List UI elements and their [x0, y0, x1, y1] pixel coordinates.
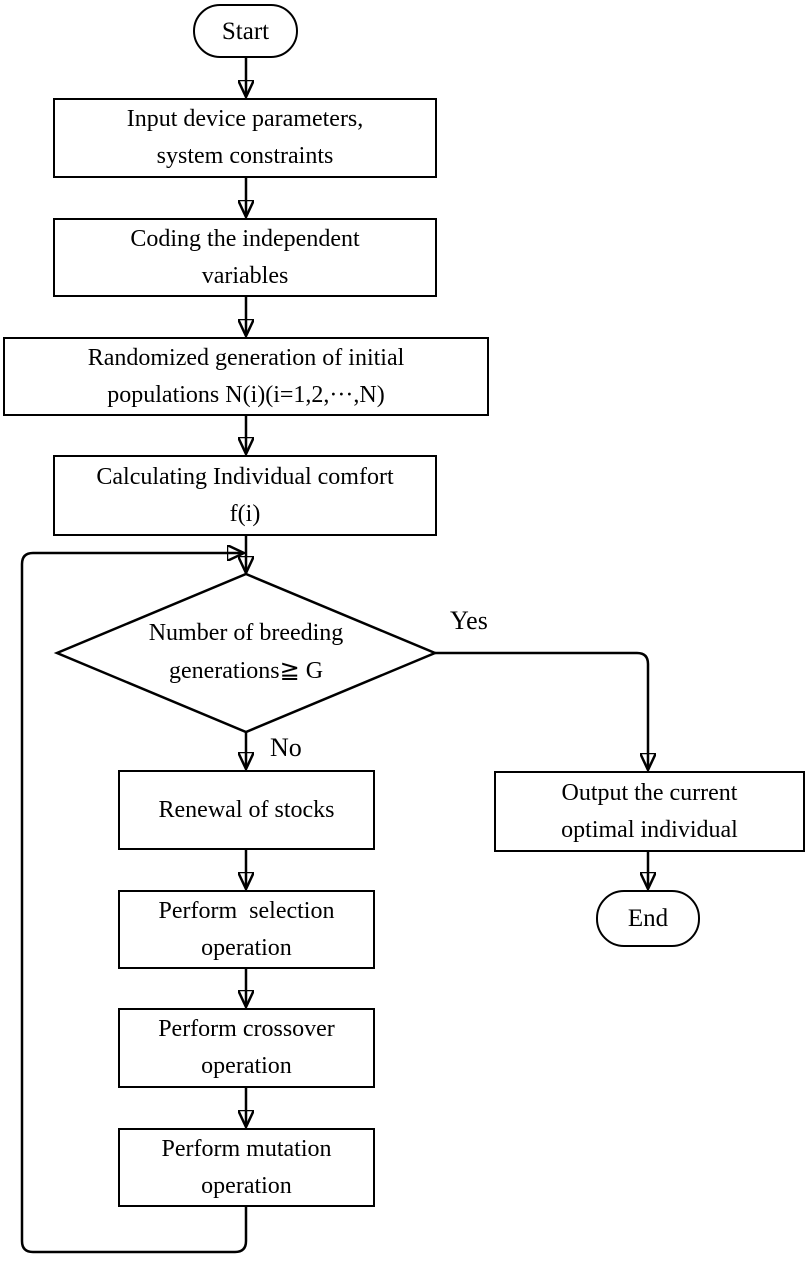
node-decision-label: Number of breeding generations≧ G — [106, 614, 386, 690]
node-mutation-operation: Perform mutation operation — [118, 1128, 375, 1207]
node-selection-operation: Perform selection operation — [118, 890, 375, 969]
node-label-line: f(i) — [229, 500, 261, 527]
node-label-line: Perform mutation — [161, 1135, 332, 1162]
node-label-line: Output the current — [561, 779, 738, 806]
node-output-optimal: Output the current optimal individual — [494, 771, 805, 852]
node-end-label: End — [627, 905, 669, 932]
node-end: End — [596, 890, 700, 947]
node-label-line: Renewal of stocks — [158, 796, 335, 823]
node-start-label: Start — [221, 17, 270, 45]
node-label-line: operation — [201, 1053, 292, 1079]
node-random-generation: Randomized generation of initial populat… — [3, 337, 489, 416]
node-crossover-operation: Perform crossover operation — [118, 1008, 375, 1088]
node-input-parameters: Input device parameters, system constrai… — [53, 98, 437, 178]
branch-label-no: No — [270, 733, 302, 762]
node-start: Start — [193, 4, 298, 58]
node-label-line: Perform selection — [158, 897, 335, 924]
node-label-line: Calculating Individual comfort — [96, 463, 394, 490]
node-label-line: operation — [201, 1172, 292, 1199]
node-calc-comfort: Calculating Individual comfort f(i) — [53, 455, 437, 536]
node-label-line: system constraints — [156, 143, 334, 169]
node-label-line: Coding the independent — [130, 225, 360, 252]
branch-label-yes: Yes — [450, 606, 488, 635]
node-label-line: Randomized generation of initial — [87, 344, 405, 371]
node-label-line: Number of breeding — [148, 620, 344, 646]
node-label-line: optimal individual — [561, 816, 738, 843]
node-label-line: variables — [201, 262, 289, 289]
edge-mutation-loopback — [20, 553, 248, 1254]
node-label-line: Perform crossover — [158, 1016, 335, 1042]
node-label-line: populations N(i)(i=1,2,···,N) — [107, 381, 385, 408]
node-label-line: operation — [201, 934, 292, 961]
decision-diamond-shape — [53, 572, 439, 734]
node-coding-variables: Coding the independent variables — [53, 218, 437, 297]
node-renewal-stocks: Renewal of stocks — [118, 770, 375, 850]
node-label-line: generations≧ G — [168, 658, 324, 684]
edge-decision-yes-to-output — [435, 651, 648, 770]
node-label-line: Input device parameters, — [126, 106, 364, 132]
